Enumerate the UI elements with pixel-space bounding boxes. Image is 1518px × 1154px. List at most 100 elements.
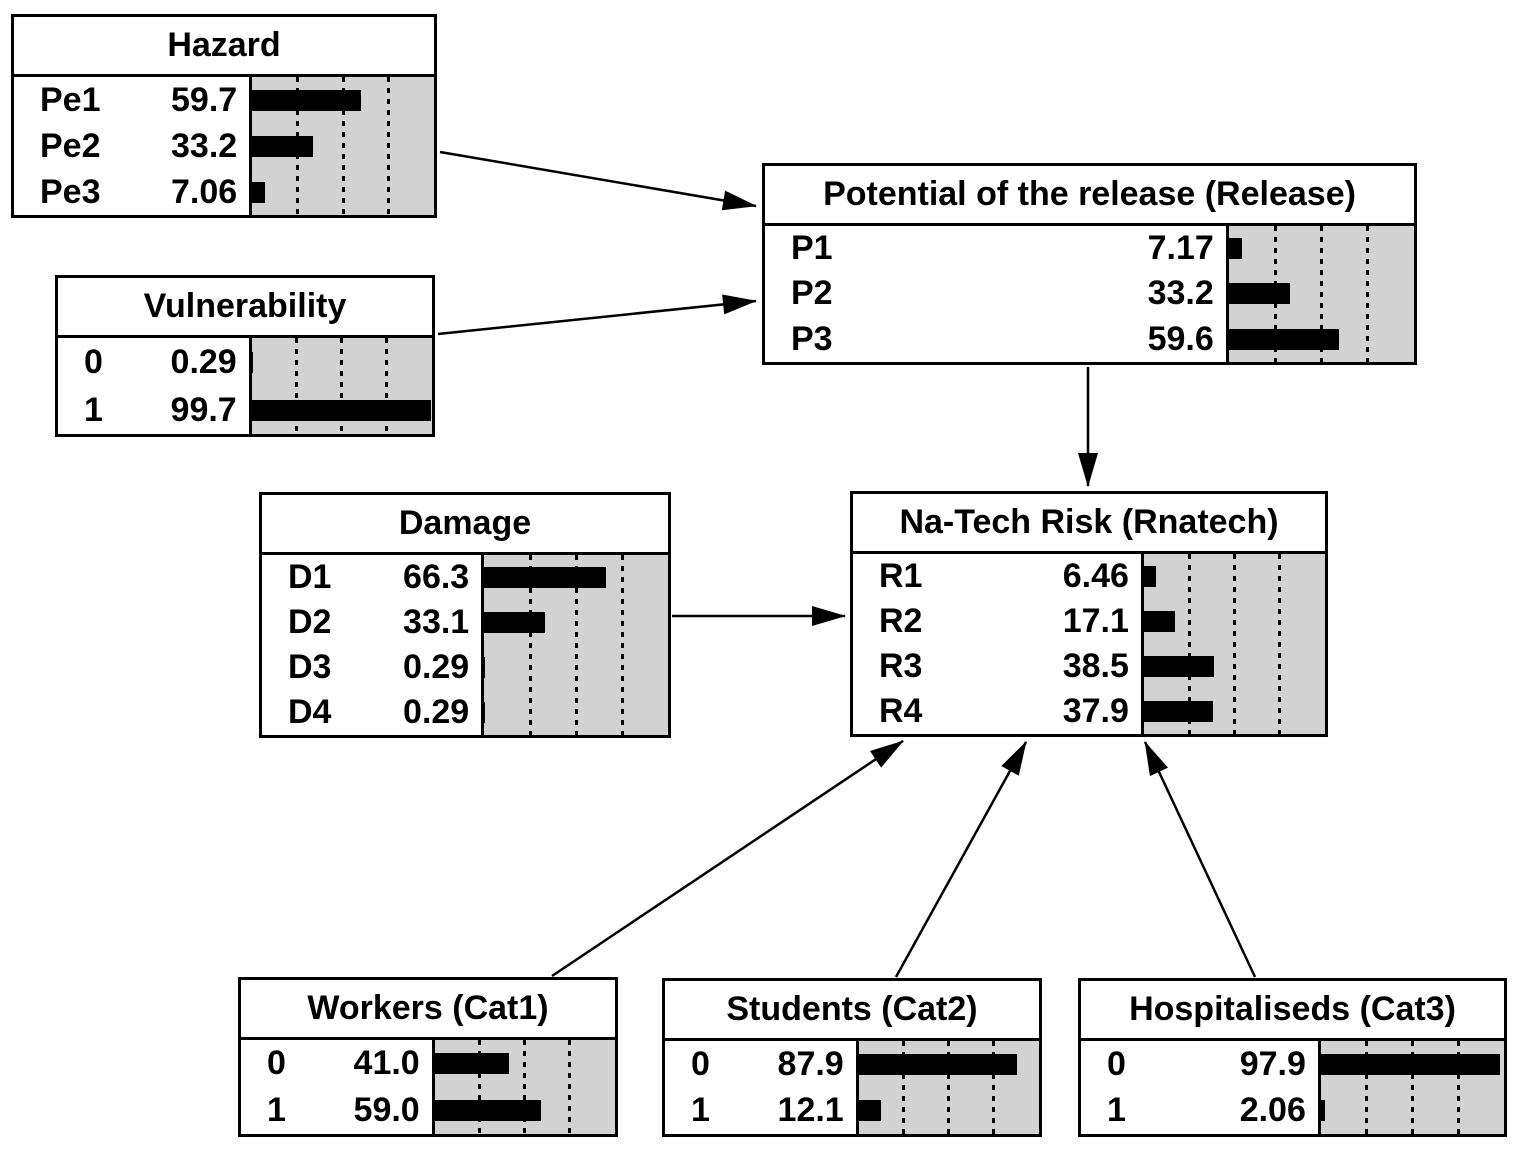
probability-bar	[251, 399, 432, 421]
edge-vulnerability-to-release	[437, 294, 757, 336]
state-value: 33.2	[1147, 274, 1214, 313]
state-row: D3 0.29	[262, 645, 481, 690]
bar-gridline	[1187, 554, 1191, 734]
state-label: 1	[691, 1091, 710, 1130]
state-value: 59.7	[171, 80, 238, 119]
state-label: R4	[879, 692, 923, 730]
state-value: 41.0	[353, 1044, 420, 1082]
node-title: Workers (Cat1)	[241, 980, 615, 1040]
probability-bar	[1143, 566, 1156, 587]
bar-row	[1320, 1088, 1504, 1135]
state-value: 12.1	[777, 1091, 844, 1130]
bar-gridline	[1366, 226, 1370, 362]
probability-bars	[248, 338, 432, 434]
bar-row	[484, 555, 668, 600]
probability-bars	[249, 77, 434, 215]
node-title: Na-Tech Risk (Rnatech)	[853, 494, 1325, 554]
node-title: Hospitaliseds (Cat3)	[1081, 981, 1504, 1041]
bar-row	[251, 386, 432, 434]
probability-bar	[484, 657, 485, 678]
probability-bars	[855, 1041, 1039, 1134]
state-value: 59.0	[353, 1091, 420, 1129]
bar-row	[484, 690, 668, 735]
probability-bar	[484, 702, 485, 723]
state-row: D4 0.29	[262, 690, 481, 735]
bar-gridline	[620, 555, 624, 735]
state-label: D3	[288, 648, 332, 686]
state-value: 2.06	[1239, 1091, 1306, 1130]
state-label: Pe3	[40, 172, 101, 211]
bar-row	[484, 600, 668, 645]
state-label: D4	[288, 693, 332, 731]
bar-gridline	[1365, 1041, 1369, 1134]
bar-row	[1143, 599, 1325, 644]
state-value: 0.29	[403, 693, 470, 731]
edge-workers-to-natech	[551, 739, 904, 978]
bar-gridline	[478, 1040, 482, 1134]
probability-bar	[1228, 328, 1340, 350]
edge-hospitaliseds-to-natech	[1143, 741, 1257, 978]
bar-gridline	[523, 1040, 527, 1134]
bar-gridline	[340, 338, 344, 434]
bar-row	[1228, 226, 1414, 271]
state-row: R4 37.9	[853, 689, 1141, 734]
bar-gridline	[1456, 1041, 1460, 1134]
state-label: D2	[288, 603, 332, 641]
probability-bars	[1140, 554, 1325, 734]
state-label: Pe1	[40, 80, 101, 119]
probability-bar	[858, 1053, 1018, 1075]
state-label: R1	[879, 557, 923, 595]
probability-bar	[484, 567, 607, 588]
bar-row	[1228, 271, 1414, 316]
bar-gridline	[1232, 554, 1236, 734]
state-value: 0.29	[403, 648, 470, 686]
bar-row	[434, 1087, 615, 1134]
probability-bar	[1320, 1100, 1325, 1122]
probability-bar	[1143, 656, 1214, 677]
bar-row	[1143, 554, 1325, 599]
state-label: 0	[267, 1044, 286, 1082]
probability-bars	[1225, 226, 1414, 362]
bar-row	[434, 1040, 615, 1087]
state-value: 6.46	[1062, 557, 1129, 595]
bar-row	[252, 169, 434, 215]
bar-gridline	[341, 77, 345, 215]
state-label: R3	[879, 647, 923, 685]
bar-gridline	[387, 77, 391, 215]
probability-bar	[434, 1053, 509, 1074]
probability-bar	[858, 1100, 881, 1122]
bar-row	[858, 1041, 1039, 1088]
bar-gridline	[947, 1041, 951, 1134]
node-title: Hazard	[14, 17, 434, 77]
state-label: P3	[791, 319, 833, 358]
state-value: 37.9	[1062, 692, 1129, 730]
